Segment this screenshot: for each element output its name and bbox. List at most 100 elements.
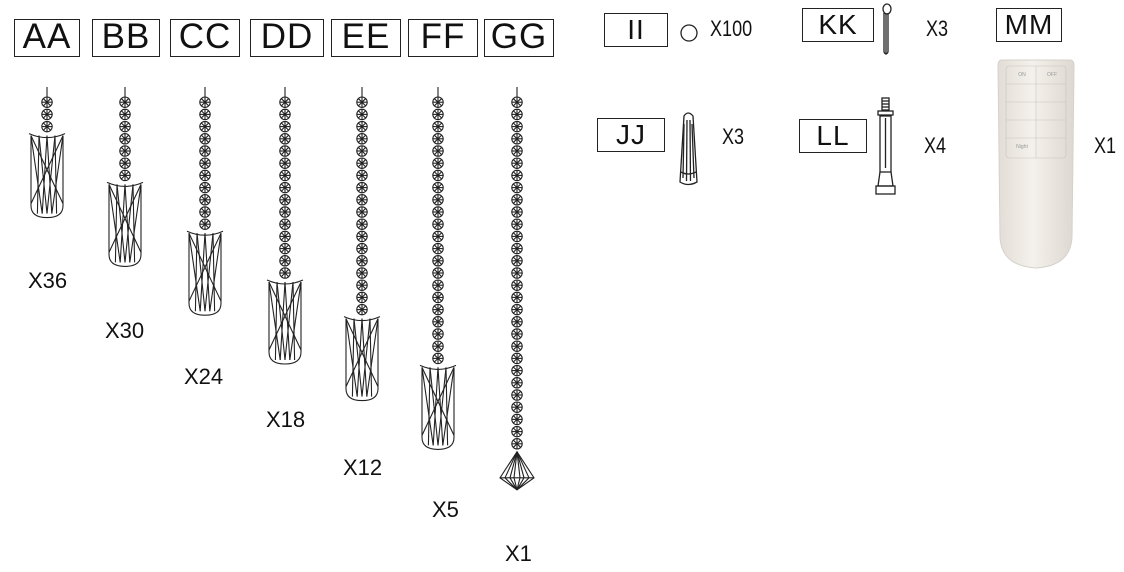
crystal-bead [356,291,368,304]
crystal-bead [199,120,211,133]
crystal-bead [432,218,444,230]
crystal-bead [279,157,291,169]
crystal-bead [511,255,523,267]
crystal-bead [432,108,444,121]
remote-night-label: Night [1016,144,1028,150]
cylinder-pendant [106,181,144,267]
crystal-bead [279,169,291,182]
crystal-bead [356,206,368,218]
crystal-bead [356,169,368,182]
crystal-bead [356,279,368,291]
crystal-bead [279,218,291,230]
crystal-bead [279,206,291,218]
crystal-bead [356,267,368,279]
label-aa: AA [14,19,80,57]
crystal-bead [119,145,131,157]
crystal-bead [199,96,211,108]
crystal-bead [41,120,53,133]
pendant-bb [106,87,144,267]
pendant-gg [499,87,535,491]
crystal-bead [511,157,523,169]
crystal-bead [356,242,368,255]
crystal-bead [356,120,368,133]
crystal-bead [279,108,291,121]
label-cc: CC [170,19,240,57]
crystal-bead [511,364,523,377]
quantity-ii: X100 [710,16,753,41]
quantity-bb: X30 [105,318,145,343]
crystal-bead [511,206,523,218]
wire-nut-icon [679,112,698,186]
cylinder-pendant [186,230,224,316]
quantity-kk: X3 [926,16,949,41]
crystal-bead [432,206,444,218]
label-gg: GG [484,19,554,57]
crystal-bead [356,133,368,145]
pendant-ff [419,87,457,450]
crystal-bead [279,242,291,255]
crystal-bead [511,218,523,230]
crystal-bead [432,181,444,194]
crystal-bead [432,316,444,328]
quantity-mm: X1 [1094,133,1117,158]
pendant-cc [186,87,224,316]
crystal-bead [511,303,523,316]
crystal-bead [119,133,131,145]
cylinder-pendant [28,133,66,219]
crystal-bead [511,413,523,426]
crystal-bead [199,218,211,230]
crystal-bead [119,157,131,169]
label-mm: MM [996,8,1062,42]
remote-control-icon: ON OFF Night [996,58,1076,270]
crystal-bead [356,230,368,243]
label-ll: LL [799,119,867,153]
pendant-aa [28,87,66,219]
crystal-bead [432,242,444,255]
crystal-bead [119,108,131,121]
crystal-bead [432,230,444,243]
crystal-bead [119,120,131,133]
crystal-bead [432,352,444,365]
pendant-dd [266,87,304,365]
crystal-bead [279,145,291,157]
label-ee: EE [331,19,401,57]
crystal-bead [199,194,211,206]
crystal-bead [432,303,444,316]
crystal-bead [432,96,444,108]
crystal-bead [279,181,291,194]
crystal-bead [356,157,368,169]
crystal-bead [199,157,211,169]
crystal-bead [432,169,444,182]
crystal-bead [279,194,291,206]
crystal-bead [356,194,368,206]
crystal-bead [432,133,444,145]
crystal-bead [432,157,444,169]
quantity-gg: X1 [505,541,532,566]
crystal-bead [279,230,291,243]
quantity-ff: X5 [432,497,459,522]
diamond-pendant [499,450,535,491]
crystal-bead [356,181,368,194]
expansion-bolt-icon [875,97,896,195]
crystal-bead [511,145,523,157]
crystal-bead [199,169,211,182]
crystal-bead [432,279,444,291]
crystal-bead [511,279,523,291]
quantity-ll: X4 [924,133,947,158]
crystal-bead [511,242,523,255]
quantity-cc: X24 [184,364,224,389]
crystal-bead [511,389,523,401]
crystal-bead [511,169,523,182]
crystal-bead [199,108,211,121]
crystal-bead [432,267,444,279]
crystal-bead [432,120,444,133]
crystal-bead [511,352,523,365]
crystal-bead [511,267,523,279]
crystal-bead [279,267,291,279]
crystal-bead [199,133,211,145]
cylinder-pendant [419,364,457,450]
crystal-bead [41,108,53,121]
crystal-bead [511,425,523,438]
crystal-bead [511,328,523,340]
